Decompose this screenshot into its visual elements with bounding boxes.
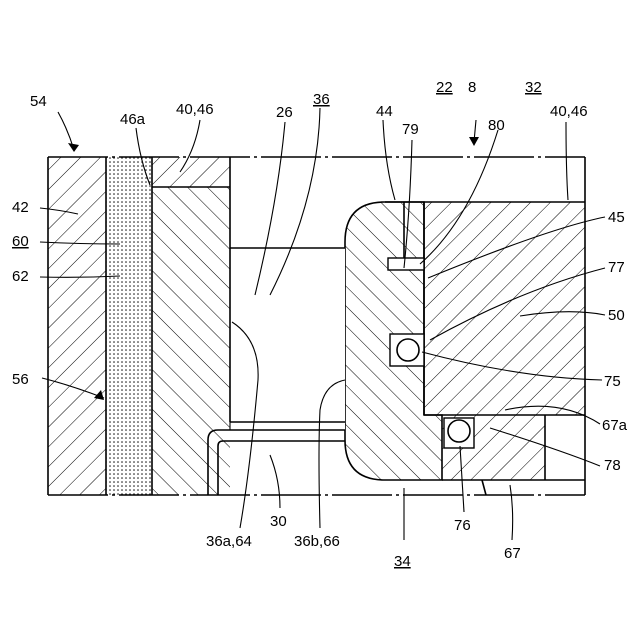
label-26: 26 — [276, 104, 293, 121]
label-75: 75 — [604, 373, 621, 390]
label-32: 32 — [525, 79, 542, 96]
label-78: 78 — [604, 457, 621, 474]
label-77: 77 — [608, 259, 625, 276]
label-40-46-left: 40,46 — [176, 101, 214, 118]
label-8: 8 — [468, 79, 476, 96]
label-62: 62 — [12, 268, 29, 285]
label-50: 50 — [608, 307, 625, 324]
label-36a-64: 36a,64 — [206, 533, 252, 550]
label-79: 79 — [402, 121, 419, 138]
oring-75 — [390, 334, 424, 366]
label-54: 54 — [30, 93, 47, 110]
label-67: 67 — [504, 545, 521, 562]
label-42: 42 — [12, 199, 29, 216]
label-60: 60 — [12, 233, 29, 250]
layer-62-dotted — [106, 157, 152, 495]
label-36: 36 — [313, 91, 330, 108]
label-67a: 67a — [602, 417, 628, 434]
label-30: 30 — [270, 513, 287, 530]
label-76: 76 — [454, 517, 471, 534]
label-36b-66: 36b,66 — [294, 533, 340, 550]
cavity-26 — [230, 248, 345, 430]
label-80: 80 — [488, 117, 505, 134]
label-22: 22 — [436, 79, 453, 96]
label-46a: 46a — [120, 111, 146, 128]
part-42-block — [48, 157, 106, 495]
label-34: 34 — [394, 553, 411, 570]
label-56: 56 — [12, 371, 29, 388]
label-44: 44 — [376, 103, 393, 120]
oring-76 — [444, 418, 474, 448]
label-45: 45 — [608, 209, 625, 226]
label-40-46-right: 40,46 — [550, 103, 588, 120]
